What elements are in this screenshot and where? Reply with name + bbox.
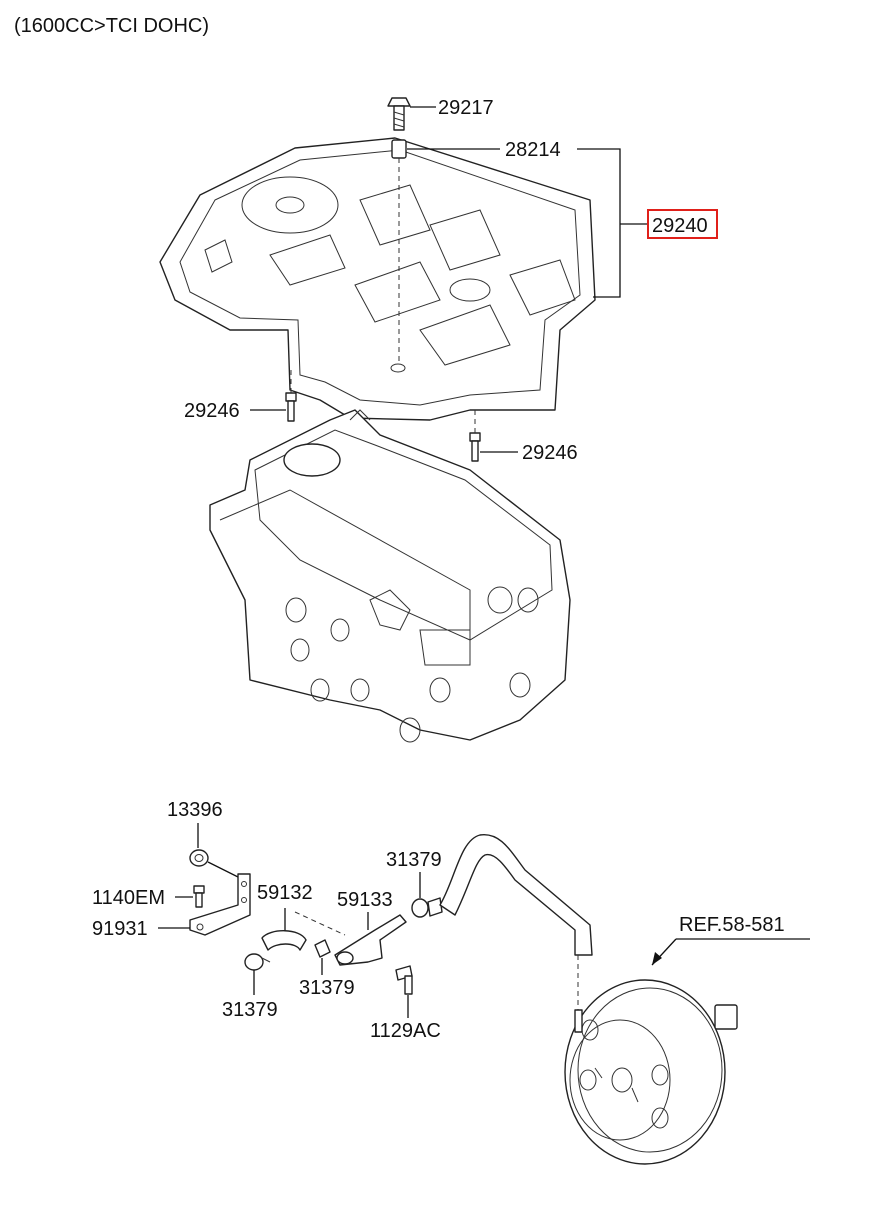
callout-1129ac: 1129AC xyxy=(370,1020,441,1042)
stud-29246-right[interactable] xyxy=(469,432,481,462)
arrow-icon xyxy=(652,952,662,965)
engine-block xyxy=(209,409,571,743)
vacuum-hose-long[interactable] xyxy=(439,834,593,956)
callout-28214: 28214 xyxy=(505,139,561,161)
bracket-91931[interactable] xyxy=(189,873,251,936)
callout-ref-58-581[interactable]: REF.58-581 xyxy=(679,914,785,936)
callout-91931: 91931 xyxy=(92,918,148,940)
pin-28214[interactable] xyxy=(391,139,407,159)
callout-31379-bottom-left: 31379 xyxy=(222,999,278,1021)
hose-59133[interactable] xyxy=(334,914,407,966)
highlight-box xyxy=(647,209,718,239)
callout-59133: 59133 xyxy=(337,889,393,911)
callout-29240[interactable]: 29240 xyxy=(652,215,708,237)
brake-booster xyxy=(564,979,738,1165)
bolt-1129ac[interactable] xyxy=(395,965,413,995)
hose-59132[interactable] xyxy=(261,930,307,951)
bolt-1140em[interactable] xyxy=(193,885,205,908)
engine-cover[interactable] xyxy=(159,137,596,421)
diagram-title: (1600CC>TCI DOHC) xyxy=(14,15,209,37)
stud-29246-left[interactable] xyxy=(285,392,297,422)
bolt-29217[interactable] xyxy=(387,97,411,131)
clamp-31379-bottom-left[interactable] xyxy=(244,953,271,971)
clamp-31379-top[interactable] xyxy=(411,897,443,918)
callout-1140em: 1140EM xyxy=(92,887,165,909)
callout-29246-right: 29246 xyxy=(522,442,578,464)
clamp-31379-bottom-mid[interactable] xyxy=(314,939,331,958)
callout-31379-top: 31379 xyxy=(386,849,442,871)
callout-29246-left: 29246 xyxy=(184,400,240,422)
callout-29217: 29217 xyxy=(438,97,494,119)
callout-31379-bottom-mid: 31379 xyxy=(299,977,355,999)
grommet-13396[interactable] xyxy=(189,849,209,867)
callout-13396: 13396 xyxy=(167,799,223,821)
callout-59132: 59132 xyxy=(257,882,313,904)
